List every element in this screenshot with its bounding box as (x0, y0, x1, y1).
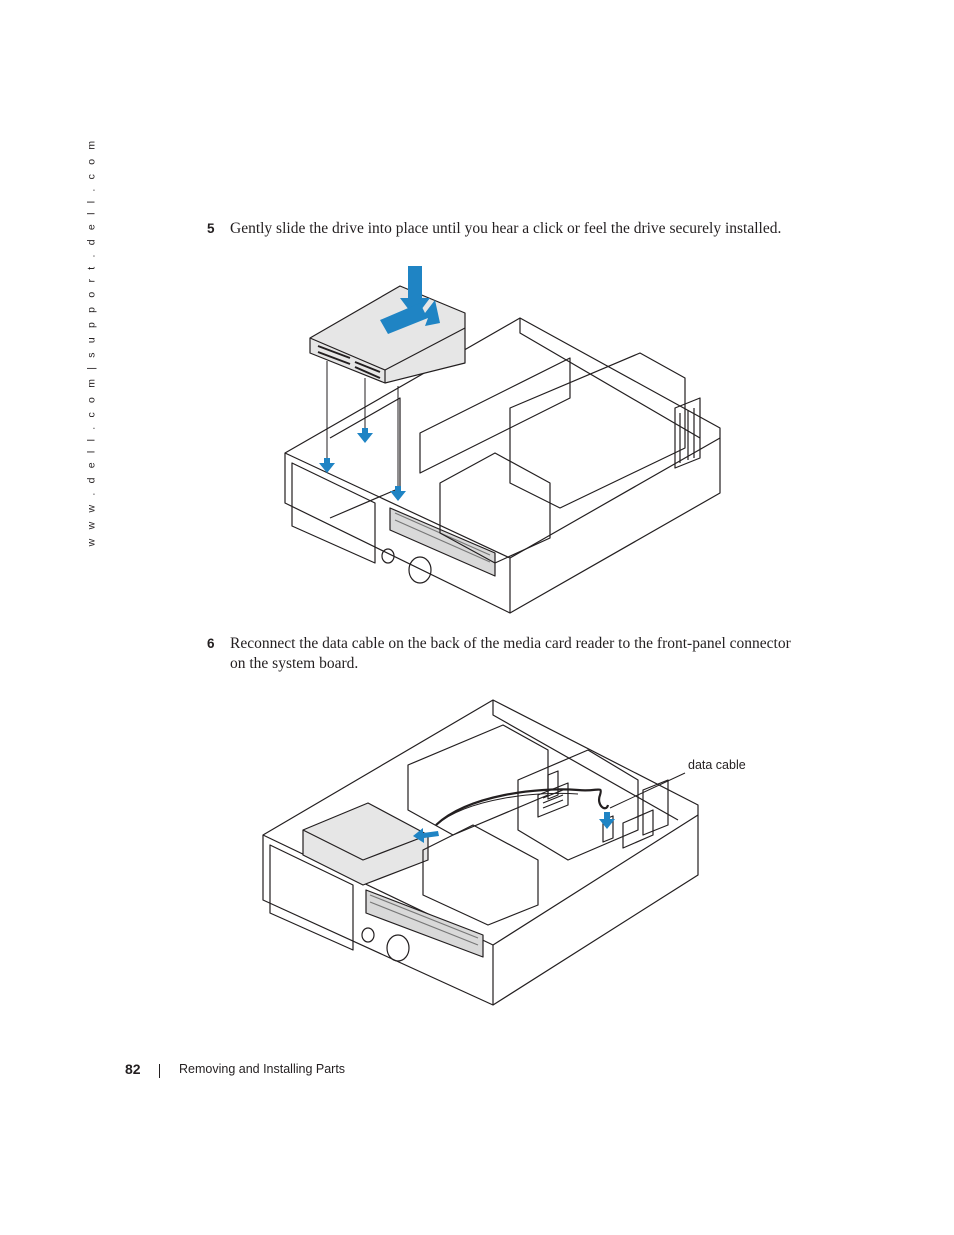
step-6-number: 6 (207, 636, 215, 651)
media-card-reader (309, 285, 466, 384)
step-6-line1: Reconnect the data cable on the back of … (230, 635, 791, 652)
step-5-text: Gently slide the drive into place until … (230, 220, 782, 237)
step-6-line2: on the system board. (230, 655, 359, 672)
figure-drive-install (284, 266, 721, 614)
side-url-label: w w w . d e l l . c o m | s u p p o r t … (85, 137, 97, 547)
logo-badge (386, 934, 410, 962)
media-card-reader (302, 802, 429, 886)
step-5-number: 5 (207, 221, 215, 236)
side-url-text: w w w . d e l l . c o m | s u p p o r t … (84, 138, 98, 547)
callout-leader (609, 772, 686, 809)
insert-arrows (319, 266, 440, 501)
footer-divider (159, 1064, 160, 1078)
power-button (381, 548, 395, 564)
power-button (361, 927, 375, 943)
data-cable-callout: data cable (688, 758, 746, 772)
section-title: Removing and Installing Parts (179, 1062, 346, 1076)
page-number: 82 (125, 1061, 141, 1077)
figure-data-cable (262, 699, 699, 1006)
data-cable (435, 788, 610, 826)
connector-arrows (413, 812, 615, 843)
logo-badge (408, 556, 432, 584)
